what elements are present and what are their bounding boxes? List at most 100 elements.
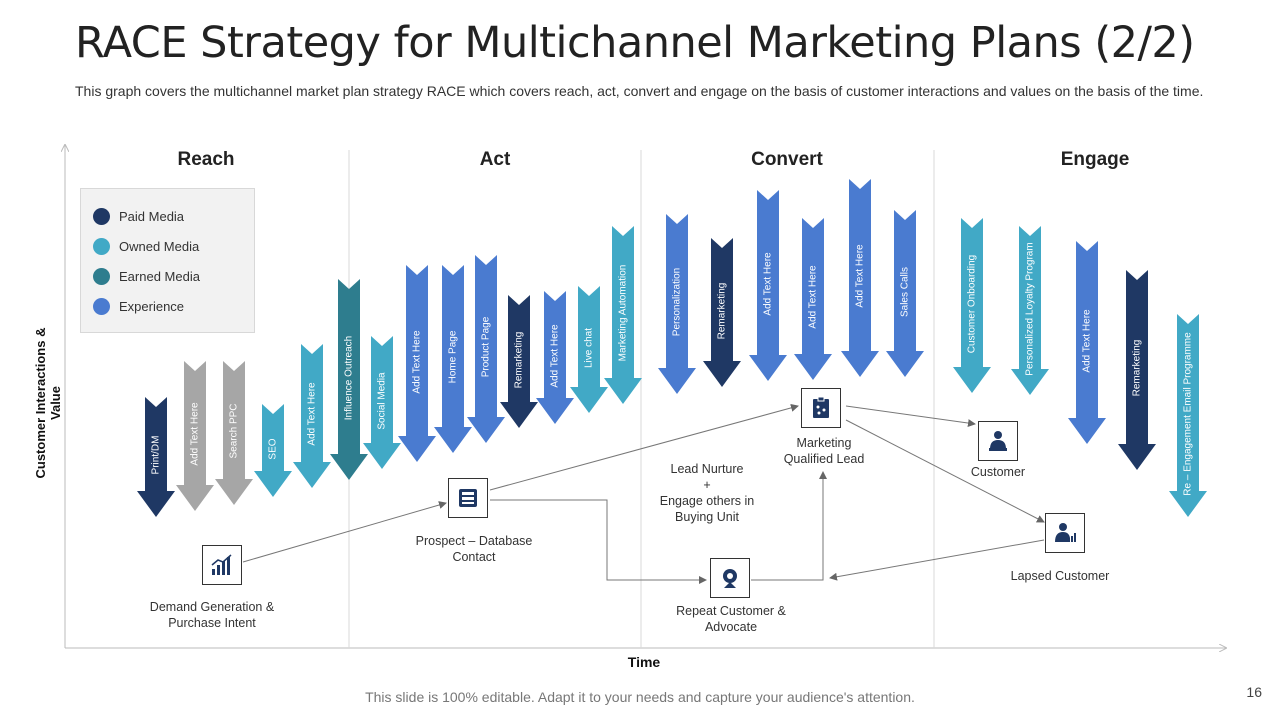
channel-arrow-label: Product Page <box>480 316 492 378</box>
channel-arrow <box>703 238 741 387</box>
column-head-convert: Convert <box>751 149 823 170</box>
legend-swatch <box>93 267 110 285</box>
legend-item-experience: Experience <box>93 296 184 316</box>
legend-label: Paid Media <box>119 208 185 224</box>
channel-arrow-label: Add Text Here <box>549 323 561 388</box>
channel-arrow-label: Social Media <box>376 371 388 430</box>
channel-arrow-label: Re – Engagement Email Programme <box>1182 331 1194 496</box>
channel-arrow-label: Add Text Here <box>762 251 774 316</box>
legend-item-owned: Owned Media <box>93 236 199 256</box>
legend-swatch <box>93 207 110 225</box>
growth-chart-icon <box>211 554 232 575</box>
page-title: RACE Strategy for Multichannel Marketing… <box>75 18 1195 68</box>
column-head-act: Act <box>479 149 511 170</box>
footer-note: This slide is 100% editable. Adapt it to… <box>365 689 915 705</box>
channel-arrow <box>953 218 991 393</box>
legend: Paid Media Owned Media Earned Media Expe… <box>80 188 255 333</box>
x-axis-label: Time <box>627 654 661 670</box>
channel-arrow <box>1118 270 1156 470</box>
channel-arrow-label: Remarketing <box>1131 339 1143 397</box>
node-lapsed <box>1045 513 1085 553</box>
channel-arrow <box>604 226 642 404</box>
channel-arrow <box>886 210 924 377</box>
channel-arrow-label: Marketing Automation <box>617 264 629 362</box>
channel-arrow-label: Add Text Here <box>411 329 423 394</box>
channel-arrow <box>254 404 292 497</box>
channel-arrow <box>536 291 574 424</box>
channel-arrow <box>293 344 331 488</box>
channel-arrow <box>434 265 472 453</box>
node-demand <box>202 545 242 585</box>
channel-arrow <box>749 190 787 381</box>
channel-arrow-label: Personalization <box>671 267 683 337</box>
channel-arrow-label: Remarketing <box>513 331 525 388</box>
node-repeat <box>710 558 750 598</box>
flow-repeat-to-mql <box>751 471 827 581</box>
channel-arrow <box>841 179 879 377</box>
channel-arrow-label: Add Text Here <box>854 244 866 308</box>
lapsed-customer-icon <box>1055 523 1076 542</box>
channel-arrow-label: Customer Onboarding <box>966 254 978 353</box>
channel-arrow <box>794 218 832 380</box>
node-customer-label: Customer <box>970 465 1026 479</box>
legend-label: Owned Media <box>119 238 200 254</box>
node-customer <box>978 421 1018 461</box>
channel-arrow <box>467 255 505 443</box>
channel-arrow-label: SEO <box>267 437 279 460</box>
database-icon <box>459 489 477 507</box>
channel-arrow <box>137 397 175 517</box>
clipboard-icon <box>813 396 829 418</box>
node-lapsed-label: Lapsed Customer <box>1010 569 1110 583</box>
node-lead-nurture-label: Lead Nurture + Engage others in Buying U… <box>659 462 755 524</box>
flow-prospect-to-repeat <box>490 499 707 584</box>
channel-arrow <box>1169 314 1207 517</box>
channel-arrow-label: Influence Outreach <box>343 335 355 420</box>
channel-arrow <box>658 214 696 394</box>
channel-arrow-label: Search PPC <box>228 403 240 459</box>
channel-arrow-label: Print/DM <box>150 435 162 475</box>
flow-demand-to-prospect <box>242 501 447 563</box>
flow-mql-to-lapsed <box>845 419 1045 523</box>
channel-arrow <box>176 361 214 511</box>
channel-arrow-label: Add Text Here <box>1081 308 1093 373</box>
channel-arrow <box>1011 226 1049 395</box>
y-axis-label: Customer Interactions & Value <box>33 327 63 479</box>
node-prospect <box>448 478 488 518</box>
channel-arrow <box>215 361 253 505</box>
channel-arrow-label: Sales Calls <box>899 266 911 317</box>
node-repeat-label: Repeat Customer & Advocate <box>676 604 786 634</box>
channel-arrow-label: Live chat <box>583 327 595 368</box>
channel-arrow <box>570 286 608 413</box>
legend-label: Earned Media <box>119 268 200 284</box>
flow-prospect-to-mql <box>489 403 799 491</box>
node-prospect-label: Prospect – Database Contact <box>415 534 533 564</box>
channel-arrow <box>330 279 368 480</box>
page-subtitle: This graph covers the multichannel marke… <box>75 83 1204 99</box>
flow-lapsed-to-repeat <box>829 539 1045 581</box>
channel-arrow-label: Add Text Here <box>306 382 318 446</box>
legend-item-paid: Paid Media <box>93 206 184 226</box>
channel-arrow-label: Add Text Here <box>189 402 201 466</box>
advocate-icon <box>723 569 737 588</box>
legend-swatch <box>93 237 110 255</box>
channel-arrow <box>1068 241 1106 444</box>
channel-arrow-label: Home Page <box>447 330 459 384</box>
node-mql <box>801 388 841 428</box>
page-number: 16 <box>1246 684 1262 700</box>
legend-label: Experience <box>119 298 185 314</box>
legend-swatch <box>93 297 110 315</box>
channel-arrow-label: Add Text Here <box>807 265 819 329</box>
customer-icon <box>989 431 1007 451</box>
column-head-reach: Reach <box>177 149 235 170</box>
flow-mql-to-customer <box>845 405 976 427</box>
node-demand-label: Demand Generation & Purchase Intent <box>149 600 275 630</box>
channel-arrow <box>363 336 401 469</box>
legend-item-earned: Earned Media <box>93 266 200 286</box>
channel-arrow <box>398 265 436 462</box>
channel-arrow-label: Personalized Loyalty Program <box>1024 241 1036 376</box>
flow-connectors <box>242 403 1045 584</box>
column-head-engage: Engage <box>1060 149 1130 170</box>
channel-arrow <box>500 295 538 428</box>
channel-arrow-label: Remarketing <box>716 282 728 339</box>
